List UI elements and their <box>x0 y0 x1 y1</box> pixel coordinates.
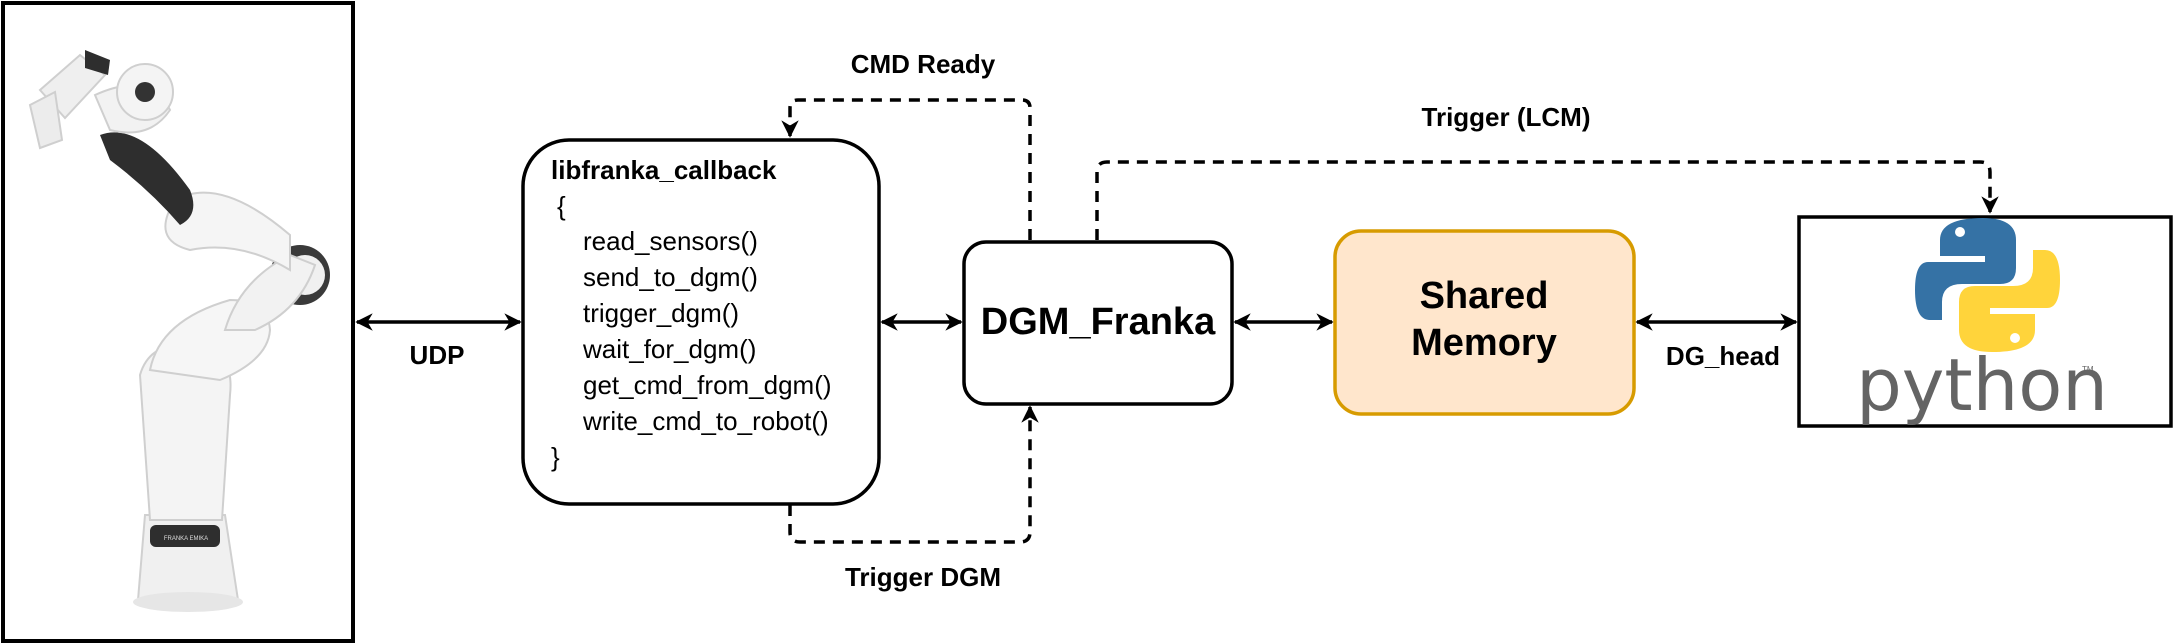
franka-robot-arm-image: FRANKA EMIKA <box>28 50 330 612</box>
dg-head-label: DG_head <box>1666 341 1780 371</box>
callback-line-send-to-dgm: send_to_dgm() <box>583 262 758 292</box>
python-tm: TM <box>2082 365 2094 374</box>
trigger-dgm-connector <box>788 405 1039 544</box>
callback-title: libfranka_callback <box>551 155 777 185</box>
python-logo <box>1915 218 2060 352</box>
callback-line-read-sensors: read_sensors() <box>583 226 758 256</box>
callback-line-write-cmd: write_cmd_to_robot() <box>582 406 829 436</box>
dgm-franka-label: DGM_Franka <box>981 301 1216 343</box>
python-wordmark: python <box>1856 343 2108 427</box>
libfranka-callback-box: libfranka_callback { read_sensors() send… <box>521 138 881 506</box>
robot-base-text: FRANKA EMIKA <box>164 536 208 542</box>
shared-memory-box: Shared Memory <box>1333 229 1636 416</box>
trigger-dgm-label: Trigger DGM <box>845 562 1001 592</box>
callback-line-wait-for-dgm: wait_for_dgm() <box>582 334 756 364</box>
shared-memory-line2: Memory <box>1411 322 1557 364</box>
trigger-lcm-connector <box>1095 160 1999 240</box>
udp-label: UDP <box>410 340 465 370</box>
cmd-ready-connector <box>781 98 1032 240</box>
callback-open-brace: { <box>557 191 566 221</box>
callback-close-brace: } <box>551 442 560 472</box>
callback-line-trigger-dgm: trigger_dgm() <box>583 298 739 328</box>
python-panel: python TM <box>1797 215 2173 428</box>
shared-memory-line1: Shared <box>1420 275 1549 317</box>
robot-panel: FRANKA EMIKA <box>1 1 355 643</box>
callback-line-get-cmd: get_cmd_from_dgm() <box>583 370 832 400</box>
dgm-franka-box: DGM_Franka <box>962 240 1234 406</box>
cmd-ready-label: CMD Ready <box>851 49 996 79</box>
trigger-lcm-label: Trigger (LCM) <box>1422 102 1591 132</box>
